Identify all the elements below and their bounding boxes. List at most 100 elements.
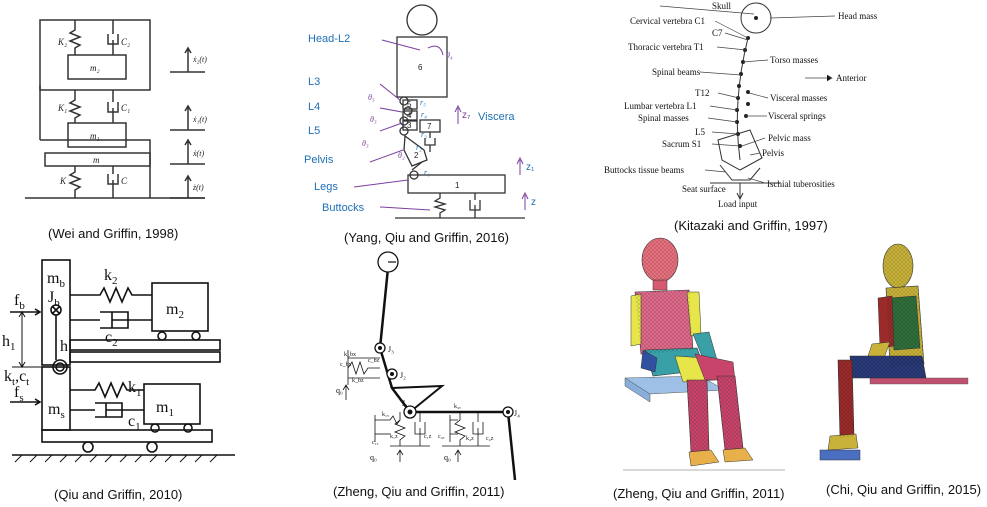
label-l5: L5 <box>308 125 320 137</box>
caption-chi: (Chi, Qiu and Griffin, 2015) <box>826 482 982 497</box>
label-kbz: k_bz <box>352 378 364 384</box>
label-c1: C₁ <box>121 103 130 113</box>
label-c4z: c₄z <box>486 436 494 442</box>
mass-m1-box <box>143 383 201 425</box>
label-r1: r₁ <box>424 168 430 177</box>
label-k4z: k₄z <box>466 436 474 442</box>
label-c1x: c₁ₓ <box>372 440 379 446</box>
label-buttocks-beams: Buttocks tissue beams <box>604 165 684 175</box>
label-k1z: k₁z <box>390 434 398 440</box>
label-mb: mb <box>47 270 65 290</box>
label-seg3: 3 <box>407 121 412 130</box>
label-spinal-beams: Spinal beams <box>652 67 701 77</box>
legs-block <box>407 174 506 194</box>
label-theta5: θ₅ <box>368 93 375 102</box>
pelvis-outline <box>717 129 763 171</box>
label-z7: z₇ <box>462 110 471 121</box>
label-seg7: 7 <box>427 122 432 131</box>
base-platform <box>41 429 213 443</box>
label-r2: r₂ <box>416 143 422 152</box>
panel-kitazaki-griffin-1997: Skull Head mass Cervical vertebra C1 C7 … <box>600 0 900 212</box>
panel-yang-qiu-griffin-2016: Head-L2 L3 L4 L5 Pelvis Legs Buttocks Vi… <box>300 0 560 225</box>
label-spinal-masses: Spinal masses <box>638 113 689 123</box>
upper-platform <box>69 339 221 351</box>
chi-fe-model <box>819 243 969 461</box>
panel-zheng-fe <box>605 230 795 475</box>
panel-chi-fe <box>810 238 980 468</box>
label-head-mass: Head mass <box>838 11 878 21</box>
panel-qiu-griffin-2010: mb Jb fb h1 h kt,ct fs ms k2 c2 m2 k1 c1… <box>0 250 240 470</box>
label-theta3b: θ₃ <box>362 139 369 148</box>
label-r4: r₄ <box>421 110 427 119</box>
label-c1z: c₁z <box>424 434 432 440</box>
label-theta4: θ₄ <box>446 51 453 60</box>
label-kt-ct: kt,ct <box>4 368 29 388</box>
label-k1x: k₁ₓ <box>382 412 389 418</box>
label-c2: c2 <box>105 329 118 349</box>
yang-model-diagram: Head-L2 L3 L4 L5 Pelvis Legs Buttocks Vi… <box>304 4 536 219</box>
label-c: C <box>121 176 128 186</box>
label-l1: Lumbar vertebra L1 <box>624 101 696 111</box>
label-c7: C7 <box>712 28 723 38</box>
label-theta3a: θ₃ <box>370 115 377 124</box>
label-m1: m₁ <box>90 131 100 141</box>
label-m2: m₂ <box>90 63 100 73</box>
mass-m2-box <box>151 282 209 332</box>
head-circle <box>406 4 438 36</box>
zheng-fe-model <box>623 237 785 471</box>
label-t1: Thoracic vertebra T1 <box>628 42 704 52</box>
label-theta2: θ₂ <box>398 151 405 160</box>
label-c4x: c₄ₓ <box>438 434 445 440</box>
mass-m1 <box>67 122 127 148</box>
qiu-model-diagram: mb Jb fb h1 h kt,ct fs ms k2 c2 m2 k1 c1… <box>2 259 235 463</box>
label-x2dot: ẋ₂(t) <box>192 55 207 64</box>
label-l3: L3 <box>308 76 320 88</box>
label-j2: J₂ <box>400 371 406 380</box>
label-k2: K₂ <box>57 37 67 47</box>
label-x1dot: ẋ₁(t) <box>192 115 207 124</box>
label-j1: J₁ <box>402 399 408 408</box>
label-zdot: ż(t) <box>192 183 204 192</box>
pelvis-block <box>403 134 428 167</box>
caption-kitazaki: (Kitazaki and Griffin, 1997) <box>674 218 828 233</box>
caption-yang: (Yang, Qiu and Griffin, 2016) <box>344 230 510 245</box>
caption-wei: (Wei and Griffin, 1998) <box>48 226 179 241</box>
label-k1: k1 <box>128 379 142 399</box>
label-h: h <box>60 338 68 355</box>
caption-zheng-fe: (Zheng, Qiu and Griffin, 2011) <box>613 486 785 501</box>
label-seg5: 5 <box>407 100 412 109</box>
label-ms: ms <box>48 401 65 421</box>
label-visceral-springs: Visceral springs <box>768 111 826 121</box>
label-k: K <box>59 176 67 186</box>
label-seg1: 1 <box>455 181 460 190</box>
label-pelvis: Pelvis <box>304 154 334 166</box>
chi-seat-cushion <box>869 377 969 385</box>
label-cbx: c_bx <box>340 362 352 368</box>
label-seg4: 4 <box>407 111 412 120</box>
panel-zheng-multibody: J₃ J₂ J₁ J₄ q₀ q₀ q₀ k₁ₓ c₁ₓ k₁z c₁z k₄ₓ… <box>330 250 530 481</box>
label-q0-seat: q₀ <box>370 453 377 462</box>
label-seg2: 2 <box>414 151 419 160</box>
label-skull: Skull <box>712 1 732 11</box>
label-legs: Legs <box>314 181 338 193</box>
label-viscera: Viscera <box>478 111 515 123</box>
label-h1: h1 <box>2 333 16 353</box>
lower-body-ms <box>41 366 71 431</box>
label-t12: T12 <box>695 88 710 98</box>
label-k1: K₁ <box>57 103 67 113</box>
label-r3: r₃ <box>421 130 427 139</box>
label-kbx: k_bx <box>344 352 356 358</box>
label-s1: Sacrum S1 <box>662 139 701 149</box>
label-xdot: ẋ(t) <box>192 149 204 158</box>
chi-floor-plate <box>819 449 861 461</box>
label-load-input: Load input <box>718 199 758 209</box>
label-seg6: 6 <box>418 63 423 72</box>
kitazaki-model-diagram: Skull Head mass Cervical vertebra C1 C7 … <box>604 1 878 209</box>
label-k4x: k₄ₓ <box>454 404 461 410</box>
label-c2: C₂ <box>121 37 130 47</box>
label-z1: z₁ <box>526 162 535 173</box>
label-pelvic-mass: Pelvic mass <box>768 133 811 143</box>
mass-m <box>44 152 151 167</box>
label-anterior: Anterior <box>836 73 867 83</box>
label-seat-surface: Seat surface <box>682 184 726 194</box>
